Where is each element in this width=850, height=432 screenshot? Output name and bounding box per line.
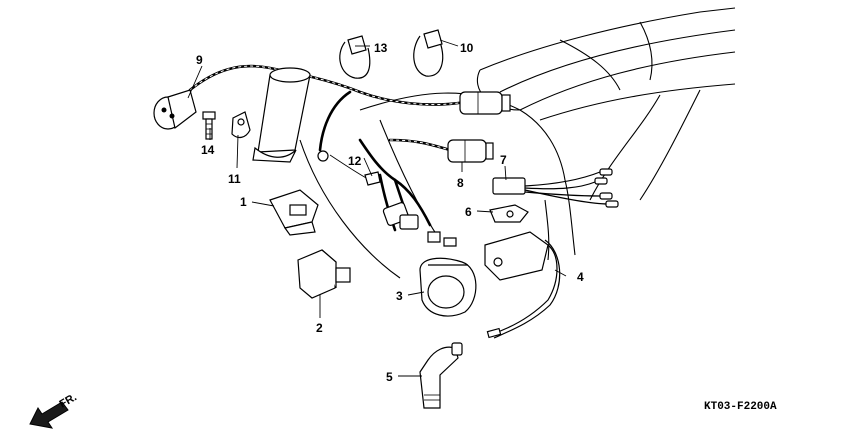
front-direction-indicator: FR. [29, 391, 79, 429]
harness-cover-tube [252, 67, 311, 163]
harness-bundle-connectors [382, 202, 457, 247]
front-arrow-icon [29, 401, 69, 429]
callout-3: 3 [396, 289, 403, 303]
part-7-switch [492, 168, 619, 208]
frame-outline [299, 7, 736, 279]
callout-1: 1 [240, 195, 247, 209]
callout-10: 10 [460, 41, 474, 55]
part-10-band [413, 29, 444, 77]
direction-label: FR. [58, 391, 79, 410]
callout-14: 14 [201, 143, 215, 157]
callout-4: 4 [577, 270, 584, 284]
callout-6: 6 [465, 205, 472, 219]
callout-2: 2 [316, 321, 323, 335]
part-12-terminal [317, 150, 381, 186]
part-1-unit [269, 189, 319, 236]
callout-11: 11 [228, 172, 241, 186]
callout-9: 9 [196, 53, 203, 67]
part-8-coupler [447, 139, 494, 163]
callout-5: 5 [386, 370, 393, 384]
diagram-code: KT03-F2200A [704, 401, 777, 413]
callout-leaders [187, 39, 567, 377]
upper-coupler [459, 91, 511, 115]
part-4-ignition-coil [484, 231, 561, 339]
part-3-mount [419, 257, 477, 317]
part-9-connector [153, 89, 197, 130]
part-14-bolt [202, 111, 216, 140]
part-5-plug-cap [419, 342, 463, 409]
part-2-regulator [297, 249, 351, 299]
callout-7: 7 [500, 153, 507, 167]
callout-8: 8 [457, 176, 464, 190]
part-13-band [339, 35, 371, 79]
callout-labels: 9 13 10 14 11 12 8 7 6 1 2 3 4 5 [196, 41, 584, 384]
main-harness [188, 64, 467, 232]
part-11-clamp [231, 111, 251, 139]
part-6-switch [489, 204, 529, 223]
callout-13: 13 [374, 41, 388, 55]
callout-12: 12 [348, 154, 362, 168]
